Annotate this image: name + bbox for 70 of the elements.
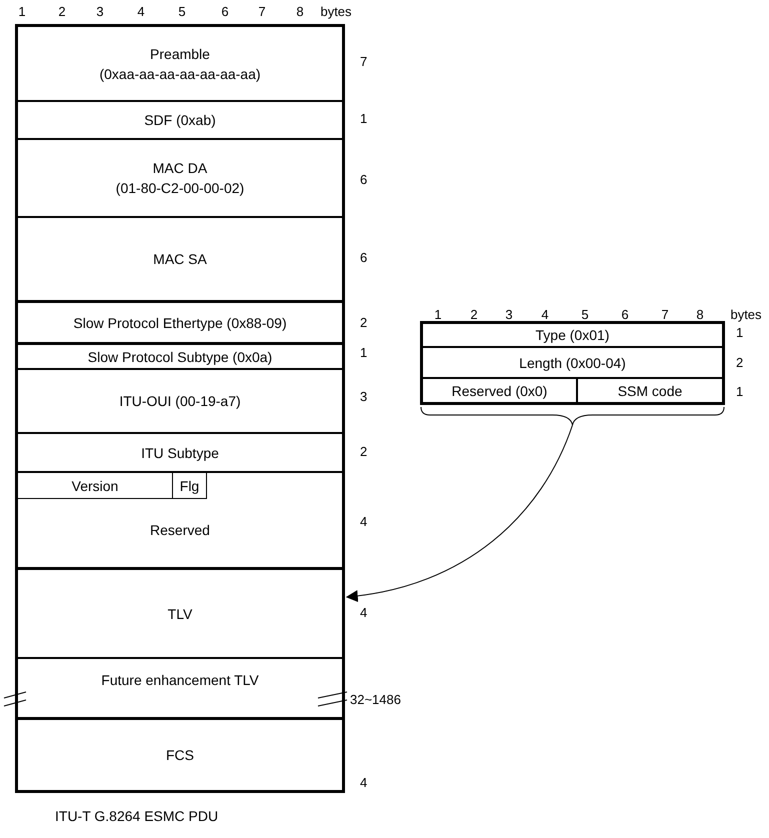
field-label: MAC SA	[153, 250, 207, 269]
column-number: 6	[621, 307, 629, 323]
field-label: FCS	[166, 746, 194, 765]
byte-count: 6	[360, 250, 368, 266]
column-number: bytes	[730, 307, 762, 323]
byte-count: 4	[360, 775, 368, 791]
column-number: 3	[505, 307, 513, 323]
field-label: ITU-OUI (00-19-a7)	[119, 392, 241, 411]
field-box	[15, 138, 345, 216]
column-number: 5	[581, 307, 589, 323]
byte-count: 1	[736, 325, 744, 341]
field-box	[173, 473, 207, 499]
field-label: Preamble	[150, 44, 210, 64]
column-number: 8	[296, 4, 304, 20]
field-label: Length (0x00-04)	[519, 354, 626, 372]
field-label: Reserved (0x0)	[452, 382, 548, 400]
byte-count: 7	[360, 54, 368, 70]
byte-count: 1	[360, 345, 368, 361]
column-number: 6	[221, 4, 229, 20]
field-box	[15, 717, 345, 793]
curved-arrow	[346, 424, 573, 602]
byte-count: 6	[360, 172, 368, 188]
column-number: 1	[434, 307, 442, 323]
field-table	[420, 321, 725, 405]
column-number: 3	[96, 4, 104, 20]
byte-count: 4	[360, 605, 368, 621]
byte-count: 2	[736, 355, 744, 371]
field-label: Reserved	[150, 521, 210, 540]
column-number: 7	[258, 4, 266, 20]
column-number: 2	[470, 307, 478, 323]
field-label: SSM code	[618, 382, 682, 400]
field-label: Type (0x01)	[536, 326, 610, 345]
byte-count: 2	[360, 444, 368, 460]
field-box	[15, 368, 345, 432]
byte-count: 1	[736, 384, 744, 400]
field-box	[15, 471, 345, 567]
field-box	[18, 473, 173, 499]
field-label: TLV	[168, 604, 192, 624]
field-box	[15, 24, 345, 100]
field-label: Future enhancement TLV	[101, 671, 259, 690]
field-box	[15, 567, 345, 657]
column-number: 7	[661, 307, 669, 323]
field-label: Slow Protocol Ethertype (0x88-09)	[73, 314, 287, 332]
byte-count: 3	[360, 389, 368, 405]
field-label: Version	[72, 476, 118, 496]
byte-count: 32~1486	[350, 692, 401, 708]
field-label: (0xaa-aa-aa-aa-aa-aa-aa)	[99, 64, 261, 84]
byte-count: 1	[360, 111, 368, 127]
field-box	[15, 432, 345, 471]
column-number: 2	[58, 4, 66, 20]
field-label: Flg	[180, 476, 200, 496]
byte-count: 4	[360, 514, 368, 530]
field-box	[15, 657, 345, 717]
column-number: 8	[696, 307, 704, 323]
field-box	[15, 216, 345, 300]
column-number: bytes	[320, 4, 352, 20]
field-box	[15, 300, 345, 342]
field-label: ITU Subtype	[141, 444, 219, 462]
caption: ITU-T G.8264 ESMC PDU	[55, 807, 218, 826]
field-box	[15, 342, 345, 368]
field-label: (01-80-C2-00-00-02)	[116, 179, 244, 198]
column-number: 4	[137, 4, 145, 20]
byte-count: 2	[360, 315, 368, 331]
field-box	[15, 100, 345, 138]
field-label: Slow Protocol Subtype (0x0a)	[88, 348, 272, 366]
column-number: 4	[541, 307, 549, 323]
column-number: 1	[18, 4, 26, 20]
field-label: SDF (0xab)	[144, 111, 216, 130]
field-label: MAC DA	[152, 159, 208, 178]
column-number: 5	[178, 4, 186, 20]
